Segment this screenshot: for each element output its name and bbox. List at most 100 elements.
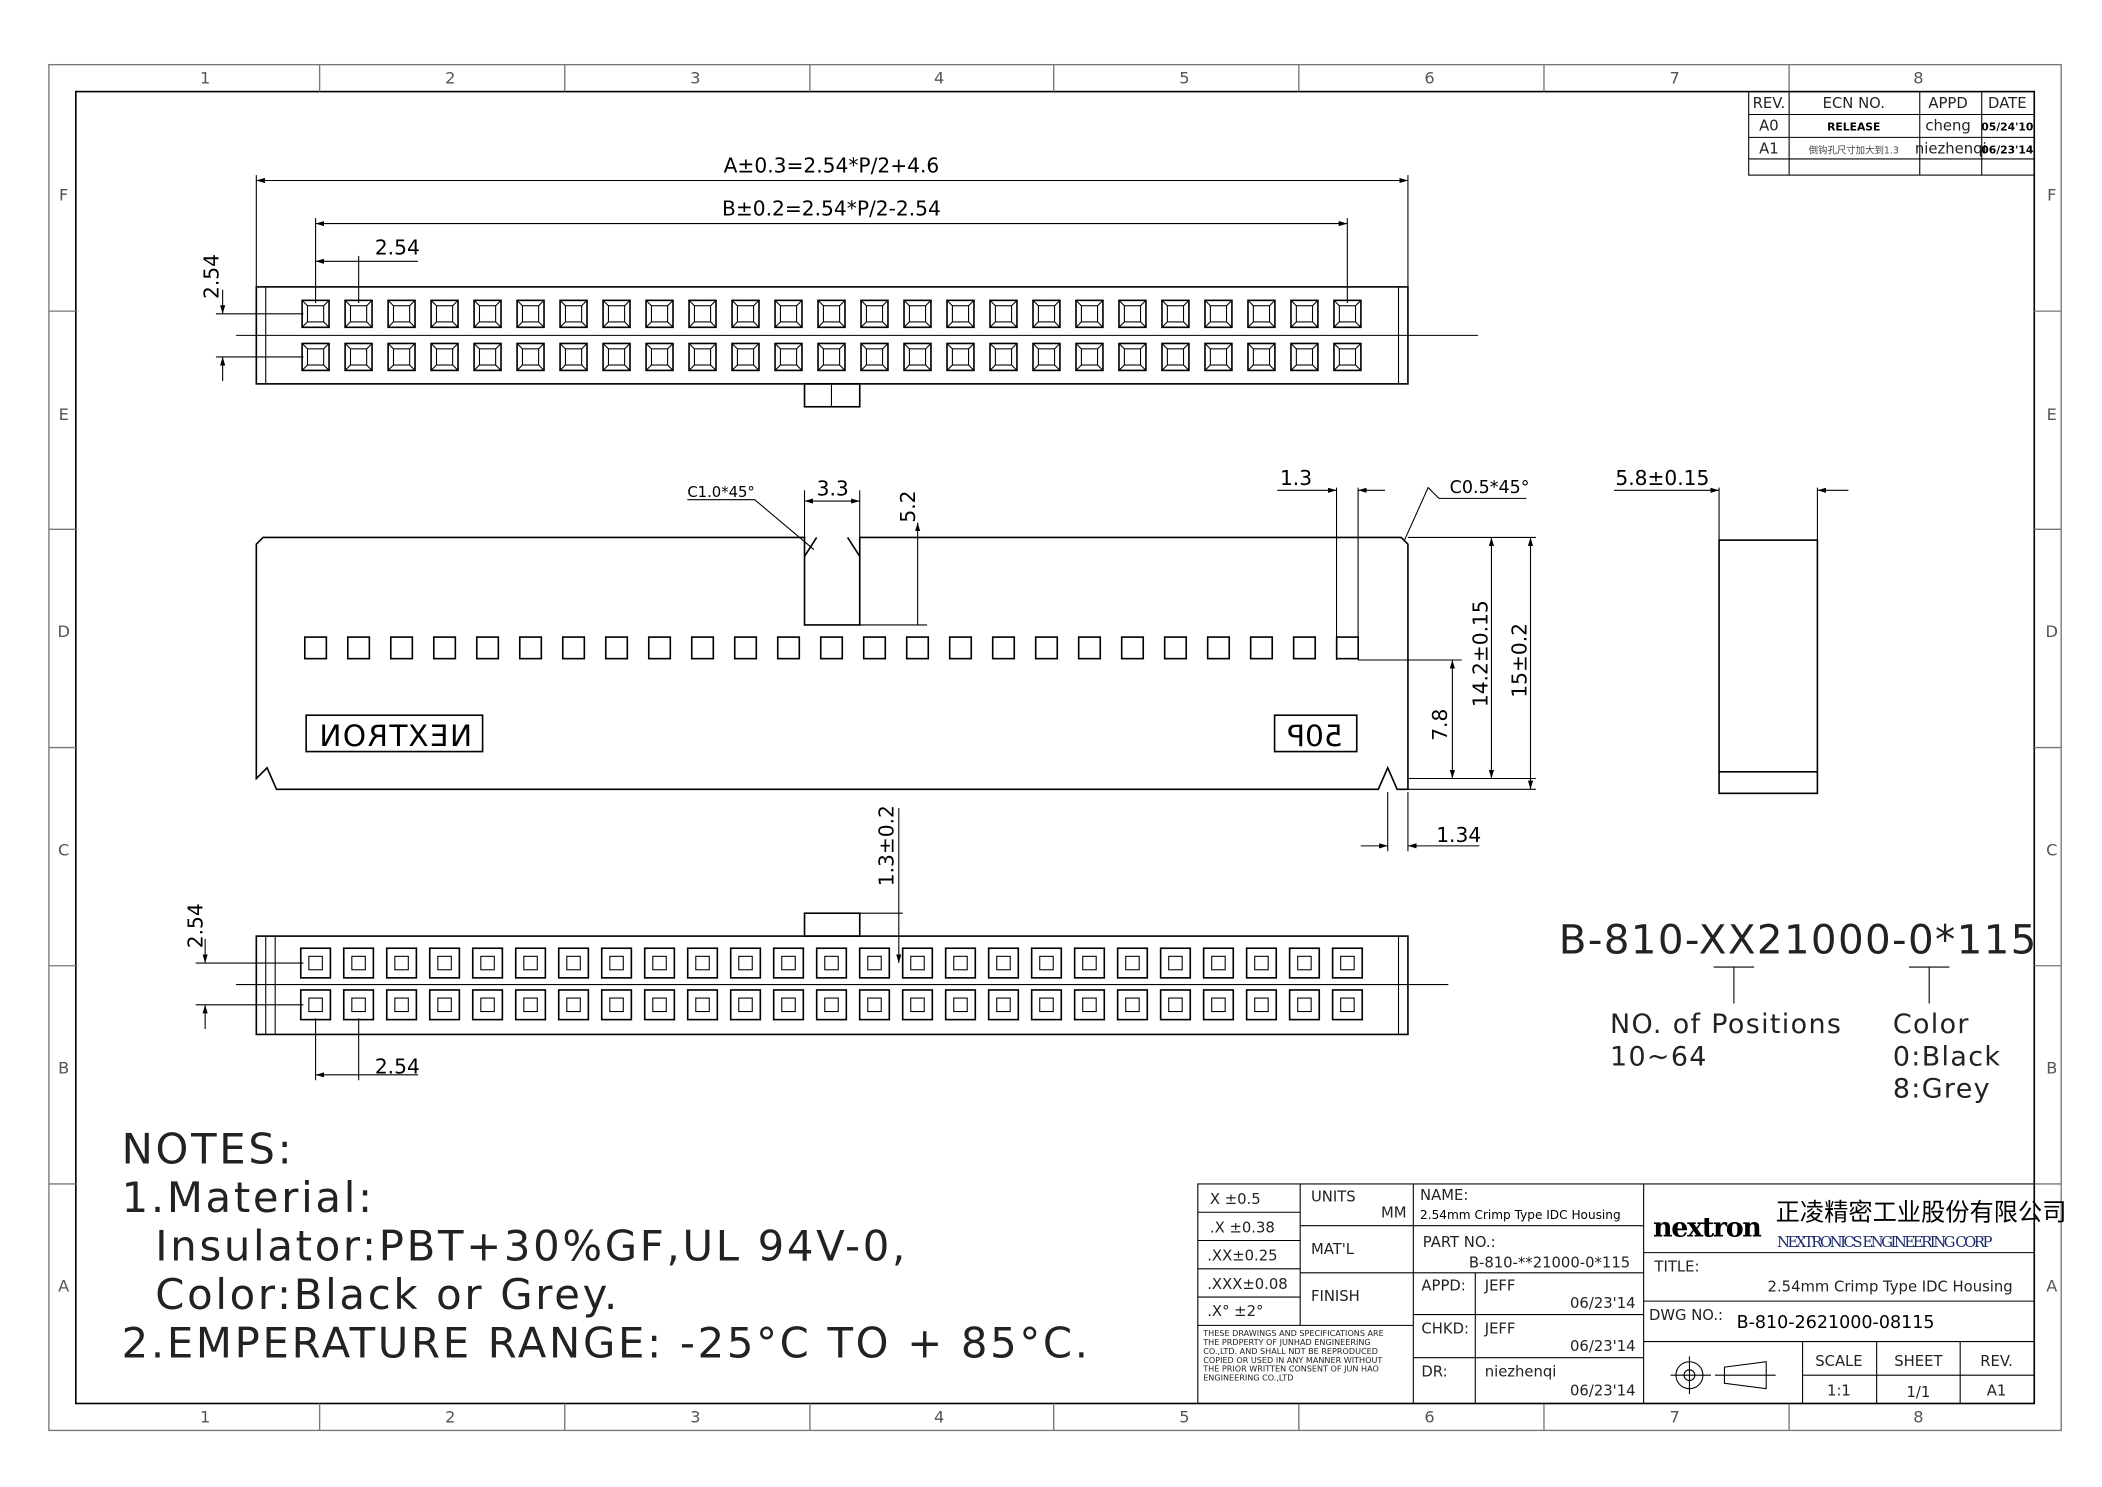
contact-slot	[514, 989, 547, 1021]
pin-cavity-inner	[908, 348, 927, 366]
top-view: A±0.3=2.54*P/2+4.6 B±0.2=2.54*P/2-2.54 2…	[200, 153, 1478, 408]
disclaimer-line: THE PRDPERTY OF JUNHAD ENGINEERING	[1202, 1337, 1370, 1347]
contact-slot	[1030, 989, 1063, 1021]
pin-cavity-inner	[951, 348, 970, 366]
company-cn: 正凌精密工业股份有限公司	[1776, 1197, 2067, 1226]
pin-cavity	[1204, 342, 1233, 372]
contact-slot	[815, 989, 848, 1021]
pin-cavity-inner	[779, 305, 798, 323]
contact-slot-inner	[394, 955, 409, 971]
front-view: NEXTRON 50P C1.0*45° 3.3 5.2 1.3 C0.5*45…	[255, 466, 1536, 852]
pin-cavity	[688, 299, 717, 329]
latch-hole	[1206, 636, 1231, 660]
dim-row-pitch-top: 2.54	[200, 254, 224, 299]
appd-a0: cheng	[1925, 118, 1970, 135]
zone-column-label: 7	[1669, 1407, 1679, 1426]
pin-cavity-inner	[1037, 348, 1056, 366]
pin-cavity	[516, 299, 545, 329]
contact-slot-inner	[1211, 997, 1226, 1013]
contact-slot-inner	[480, 997, 495, 1013]
chamfer-left: C1.0*45°	[687, 484, 755, 501]
contact-slot-inner	[351, 997, 366, 1013]
dim-15: 15±0.2	[1507, 623, 1531, 698]
contact-slot	[901, 989, 934, 1021]
contact-slot	[901, 947, 934, 979]
pin-cavity	[387, 299, 416, 329]
appd-date: 06/23'14	[1570, 1295, 1636, 1312]
pin-cavity-inner	[521, 305, 540, 323]
contact-slot-inner	[738, 997, 753, 1013]
pin-cavity	[1032, 342, 1061, 372]
contact-slot	[729, 947, 762, 979]
pin-cavity	[903, 299, 932, 329]
latch-hole	[303, 636, 328, 660]
zone-column-label: 3	[690, 69, 700, 88]
pin-cavity-inner	[1338, 348, 1357, 366]
contact-slot	[944, 989, 977, 1021]
contact-slot-inner	[652, 997, 667, 1013]
latch-hole	[991, 636, 1016, 660]
appd-header: APPD	[1928, 95, 1967, 112]
pin-cavity-inner	[1166, 348, 1185, 366]
pin-cavity-inner	[607, 348, 626, 366]
latch-hole	[948, 636, 973, 660]
contact-slot-inner	[566, 955, 581, 971]
latch-hole	[561, 636, 586, 660]
zone-column-label: 1	[200, 69, 210, 88]
bottom-view: 1.3±0.2 2.54 2.54	[183, 805, 1449, 1081]
pin-cavity-inner	[478, 348, 497, 366]
dwg-no-value: B-810-2621000-08115	[1737, 1313, 1935, 1333]
revision-table: REV. ECN NO. APPD DATE A0 RELEASE cheng …	[1748, 91, 2035, 176]
pin-cavity-inner	[865, 305, 884, 323]
pin-cavity	[1333, 342, 1362, 372]
pin-cavity-inner	[1252, 305, 1271, 323]
latch-hole	[1163, 636, 1188, 660]
positions-label: NO. of Positions	[1610, 1009, 1842, 1040]
contact-slot-inner	[652, 955, 667, 971]
dim-pitch-top: 2.54	[375, 236, 420, 260]
contact-slot	[385, 947, 418, 979]
contact-slot	[1202, 989, 1235, 1021]
contact-slot	[1331, 989, 1364, 1021]
pin-cavity	[946, 299, 975, 329]
zone-column-label: 4	[934, 69, 944, 88]
disclaimer-line: COPIED OR USED IN ANY MANNER WITHOUT	[1203, 1355, 1382, 1365]
pin-cavity	[387, 342, 416, 372]
date-a1: 06/23'14	[1981, 144, 2033, 157]
ecn-a1: 倒钩孔尺寸加大到1.3	[1809, 145, 1899, 157]
zone-column-label: 6	[1424, 1407, 1434, 1426]
pin-cavity-inner	[349, 305, 368, 323]
dim-1-3: 1.3±0.2	[874, 805, 898, 886]
chamfer-right: C0.5*45°	[1450, 478, 1530, 498]
contact-slot	[342, 947, 375, 979]
pin-cavity	[1161, 342, 1190, 372]
pin-cavity-inner	[994, 305, 1013, 323]
dim-1-34: 1.34	[1436, 823, 1481, 847]
contact-slot-inner	[910, 997, 925, 1013]
pin-cavity-inner	[865, 348, 884, 366]
contact-slot-inner	[910, 955, 925, 971]
pin-cavity	[1290, 299, 1319, 329]
pin-cavity-inner	[1252, 348, 1271, 366]
zone-row-label: C	[2046, 840, 2057, 859]
latch-hole	[776, 636, 801, 660]
pin-cavity-inner	[1295, 348, 1314, 366]
tol-2: .XX±0.25	[1207, 1248, 1277, 1265]
zone-row-label: F	[2047, 186, 2056, 205]
contact-slot-inner	[867, 955, 882, 971]
zone-column-label: 4	[934, 1407, 944, 1426]
pin-cavity	[1247, 299, 1276, 329]
contact-slot-inner	[1082, 997, 1097, 1013]
contact-slot	[944, 947, 977, 979]
pin-cavity	[1075, 342, 1104, 372]
zone-row-label: A	[2046, 1277, 2057, 1296]
sheet-label: SHEET	[1894, 1353, 1943, 1370]
rev-header: REV.	[1753, 95, 1786, 112]
contact-slot-inner	[394, 997, 409, 1013]
pin-cavity	[645, 342, 674, 372]
contact-slot	[1116, 989, 1149, 1021]
contact-slot-inner	[867, 997, 882, 1013]
tol-3: .XXX±0.08	[1207, 1276, 1287, 1293]
pin-cavity	[473, 299, 502, 329]
disclaimer-line: CO.,LTD. AND SHALL NDT BE REPRODUCED	[1203, 1346, 1378, 1356]
